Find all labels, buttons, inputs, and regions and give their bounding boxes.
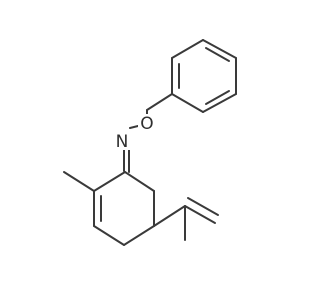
chemical-structure-diagram: N O	[63, 39, 237, 246]
bond-isopropenyl-double-outer	[184, 205, 216, 224]
bond-benzene-top-left	[171, 39, 204, 59]
cyclohexene-ring	[93, 171, 155, 246]
oxygen-label: O	[140, 114, 153, 134]
bond-ring-bottom-to-bottom-left	[93, 225, 125, 246]
bond-isopropenyl-double-inner	[187, 197, 219, 216]
bond-benzene-to-methylene	[146, 93, 173, 111]
oxygen-label-background	[138, 114, 156, 132]
bond-ring-bottom-right-to-bottom	[123, 225, 155, 246]
benzene-ring	[171, 39, 237, 113]
nitrogen-label-background	[112, 132, 130, 150]
bond-ring-to-methyl	[63, 171, 95, 192]
nitrogen-atom: N	[112, 132, 130, 152]
isopropenyl-group	[153, 197, 219, 241]
bond-oxygen-to-nitrogen	[129, 125, 139, 129]
bond-ring-to-isopropenyl	[153, 205, 186, 227]
bond-benzene-inner-top-right	[205, 47, 230, 62]
nitrogen-label: N	[116, 132, 129, 152]
bond-ring-top-to-right	[124, 171, 155, 192]
bond-benzene-inner-bottom-right	[205, 90, 230, 105]
oxygen-atom: O	[138, 114, 156, 134]
bond-benzene-bottom-right	[202, 93, 237, 113]
bond-ring-top-to-left	[93, 171, 126, 192]
bond-benzene-bottom-left	[171, 93, 204, 113]
bond-benzene-top-right	[202, 39, 237, 59]
